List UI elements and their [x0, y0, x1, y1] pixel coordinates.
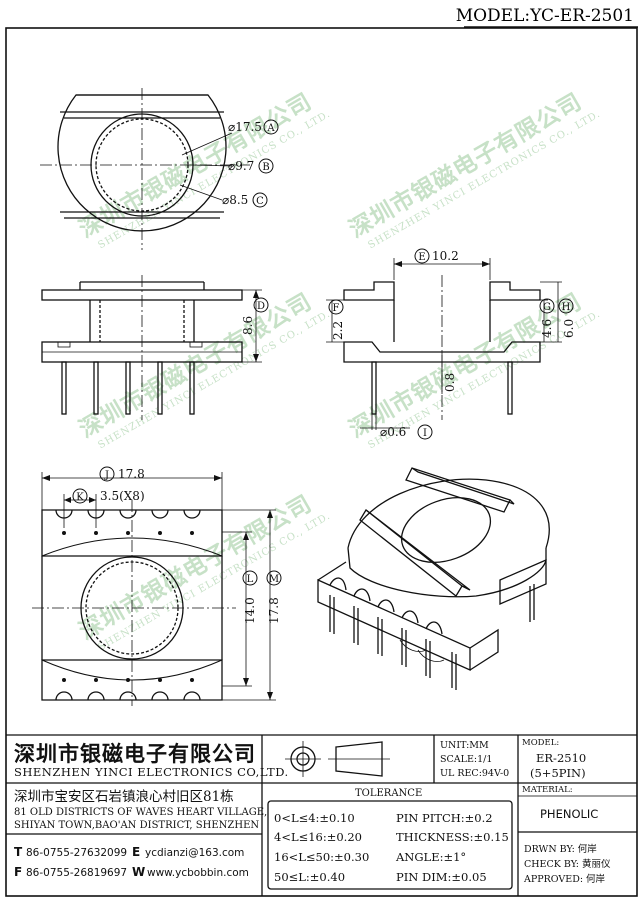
- tolerance-row: 0<L≤4:±0.10: [274, 811, 355, 825]
- company-name-en: SHENZHEN YINCI ELECTRONICS CO,LTD.: [14, 765, 289, 779]
- fax-value: 86-0755-26819697: [26, 867, 127, 879]
- model-header: MODEL:YC-ER-2501: [456, 6, 634, 26]
- dim-g-value: 4.6: [540, 319, 554, 338]
- drawn-by: DRWN BY: 何岸: [524, 843, 597, 855]
- tel-value: 86-0755-27632099: [26, 847, 127, 859]
- scale-text: SCALE:1/1: [440, 754, 492, 765]
- model-pins: (5+5PIN): [530, 766, 586, 780]
- dim-a-tag: A: [266, 123, 275, 134]
- dim-b-tag: B: [262, 162, 269, 173]
- web-value: www.ycbobbin.com: [147, 867, 249, 879]
- pin-tolerance-row: PIN PITCH:±0.2: [396, 811, 493, 825]
- dim-e-value: 10.2: [432, 249, 459, 263]
- dim-f-value: 2.2: [331, 321, 345, 340]
- ul-rec-text: UL REC:94V-0: [440, 768, 509, 779]
- address-en-line1: 81 OLD DISTRICTS OF WAVES HEART VILLAGE,: [14, 807, 267, 818]
- unit-text: UNIT:MM: [440, 740, 489, 751]
- tolerance-row: 50≤L:±0.40: [274, 870, 345, 884]
- dim-h-tag: H: [562, 302, 571, 313]
- dim-e-tag: E: [418, 252, 425, 263]
- title-block-lines: [6, 734, 638, 896]
- drawing-border: [5, 27, 638, 897]
- tolerance-row: 16<L≤50:±0.30: [274, 850, 369, 864]
- isometric-view: [317, 467, 550, 690]
- material-value: PHENOLIC: [540, 807, 598, 821]
- dim-extra-value: 0.8: [443, 373, 457, 392]
- dim-j-tag: J: [104, 470, 109, 481]
- dim-g-tag: G: [543, 302, 551, 313]
- pin-tolerance-row: ANGLE:±1°: [395, 850, 466, 864]
- approved-by: APPROVED: 何岸: [523, 873, 606, 885]
- email-label: E: [132, 845, 140, 859]
- dim-a-value: ⌀17.5: [228, 120, 262, 134]
- dim-l-tag: L: [247, 574, 254, 585]
- dim-d-tag: D: [257, 301, 265, 312]
- material-label: MATERIAL:: [522, 785, 573, 795]
- watermark-cn: 深圳市银磁电子有限公司: [345, 88, 587, 243]
- company-name-cn: 深圳市银磁电子有限公司: [14, 741, 256, 766]
- web-label: W: [132, 865, 145, 879]
- email-value: ycdianzi@163.com: [145, 847, 244, 859]
- bottom-view-pins: [62, 531, 194, 682]
- front-view: [41, 275, 262, 420]
- pin-tolerance-row: THICKNESS:±0.15: [396, 830, 509, 844]
- fax-label: F: [14, 865, 22, 879]
- top-view: [40, 88, 250, 250]
- watermark-cn: 深圳市银磁电子有限公司: [75, 288, 317, 443]
- dim-h-value: 6.0: [562, 319, 576, 338]
- dim-k-value: 3.5(X8): [100, 489, 145, 503]
- watermark-en: SHENZHEN YINCI ELECTRONICS CO., LTD.: [366, 109, 602, 252]
- dim-b-value: ⌀9.7: [228, 159, 254, 173]
- tolerance-row: 4<L≤16:±0.20: [274, 830, 362, 844]
- tel-label: T: [14, 845, 23, 859]
- model-label: MODEL:: [522, 738, 559, 748]
- dim-d-value: 8.6: [241, 316, 255, 335]
- side-view: [326, 258, 562, 430]
- dim-c-tag: C: [256, 196, 264, 207]
- dim-c-value: ⌀8.5: [222, 193, 248, 207]
- dim-k-tag: K: [76, 492, 84, 503]
- dim-j-value: 17.8: [118, 467, 145, 481]
- address-cn: 深圳市宝安区石岩镇浪心村旧区81栋: [14, 788, 234, 805]
- dim-i-tag: I: [423, 428, 427, 439]
- dim-f-tag: F: [333, 303, 340, 314]
- bottom-view: [32, 472, 276, 706]
- watermark-en: SHENZHEN YINCI ELECTRONICS CO., LTD.: [96, 309, 332, 452]
- tolerance-title: TOLERANCE: [355, 788, 422, 799]
- address-en-line2: SHIYAN TOWN,BAO'AN DISTRICT, SHENZHEN: [14, 820, 259, 831]
- model-value: ER-2510: [536, 751, 586, 765]
- dim-l-value: 14.0: [243, 597, 257, 624]
- watermark-cn: 深圳市银磁电子有限公司: [75, 88, 317, 243]
- watermark-group: 深圳市银磁电子有限公司 SHENZHEN YINCI ELECTRONICS C…: [75, 88, 603, 654]
- pin-tolerance-row: PIN DIM:±0.05: [396, 870, 487, 884]
- dim-m-tag: M: [269, 574, 279, 585]
- dim-m-value: 17.8: [267, 597, 281, 624]
- dim-i-value: ⌀0.6: [380, 425, 406, 439]
- check-by: CHECK BY: 黄丽仪: [524, 858, 611, 870]
